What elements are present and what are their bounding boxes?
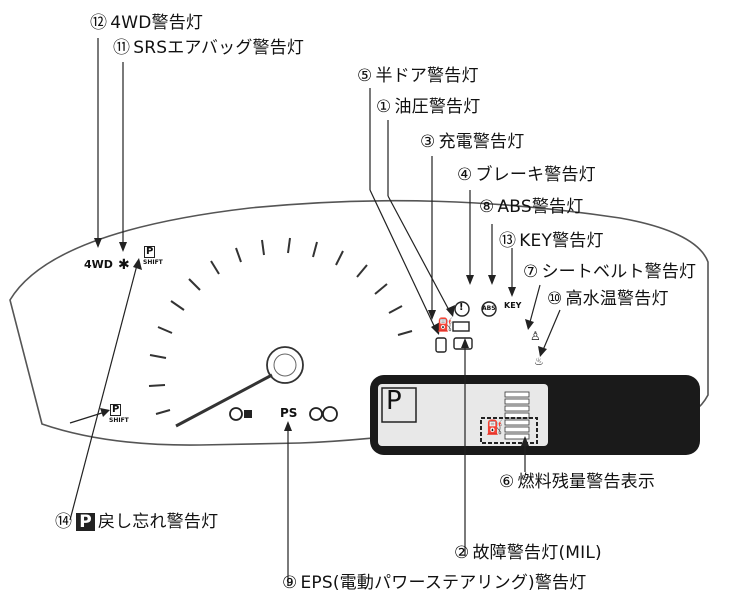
shift-p-lower-icon: P (110, 404, 122, 416)
label-number: ⑫ (90, 13, 108, 33)
label-text: 燃料残量警告表示 (517, 472, 656, 492)
label-number: ② (454, 543, 470, 563)
label-number: ⑨ (282, 573, 298, 593)
fuel-gauge-bars (504, 391, 530, 440)
fuel-warning-box (480, 417, 538, 444)
leader-lines (69, 38, 561, 586)
fourwd-indicator-icon: 4WD (84, 258, 113, 271)
label-number: ⑭ (55, 512, 73, 532)
label-text: EPS(電動パワーステアリング)警告灯 (300, 573, 587, 593)
lcd-p-box (381, 387, 417, 423)
speedometer-ticks (148, 237, 413, 415)
seatbelt-indicator-icon: ♙ (530, 329, 541, 343)
label-number: ⑦ (523, 262, 539, 282)
label-number: ③ (420, 132, 436, 152)
label-text: 戻し忘れ警告灯 (97, 512, 219, 532)
cluster-outline (9, 199, 709, 446)
door-lamp (435, 337, 447, 353)
label-number: ⑥ (499, 472, 515, 492)
brake-warning-icon: ! (459, 302, 464, 313)
fuel-pump-icon: ⛽ (486, 420, 504, 436)
coolant-temp-icon: ♨ (534, 355, 544, 368)
lamp-right-2 (322, 406, 338, 422)
lamp-left-1 (229, 407, 243, 421)
shift-upper-label: SHIFT (143, 259, 163, 266)
label-text: ABS警告灯 (497, 197, 584, 217)
label-number: ⑧ (479, 197, 495, 217)
p-mark-icon: P (76, 513, 95, 531)
lamp-right-1 (309, 407, 323, 421)
label-text: 充電警告灯 (438, 132, 525, 152)
speedometer-hub (266, 346, 304, 384)
battery-lamp (452, 321, 470, 332)
label-text: KEY警告灯 (519, 231, 604, 251)
label-text: シートベルト警告灯 (541, 262, 697, 282)
oil-pressure-icon: ⛽ (437, 318, 454, 333)
label-text: 半ドア警告灯 (375, 66, 479, 86)
ps-indicator-icon: PS (280, 406, 298, 420)
shift-lower-label: SHIFT (109, 417, 129, 424)
lamp-left-2 (244, 410, 252, 418)
label-number: ④ (457, 165, 473, 185)
abs-indicator-icon: ABS (482, 305, 496, 312)
label-number: ⑩ (547, 289, 563, 309)
label-text: ブレーキ警告灯 (475, 165, 596, 185)
engine-lamp (453, 337, 473, 350)
label-number: ⑪ (113, 38, 131, 58)
label-text: 高水温警告灯 (565, 289, 669, 309)
speedometer-needle (175, 373, 273, 428)
label-text: 故障警告灯(MIL) (472, 543, 602, 563)
arrow-heads (94, 238, 547, 446)
shift-p-upper-icon: P (144, 246, 156, 258)
abs-lamp-ring (481, 301, 497, 317)
label-text: 油圧警告灯 (394, 97, 481, 117)
label-number: ⑬ (499, 231, 517, 251)
key-indicator-icon: KEY (504, 301, 522, 310)
label-number: ① (376, 97, 392, 117)
label-number: ⑤ (357, 66, 373, 86)
lcd-gear-p: P (386, 386, 402, 416)
label-text: SRSエアバッグ警告灯 (133, 38, 305, 58)
brake-lamp-ring (454, 301, 470, 317)
label-text: 4WD警告灯 (110, 13, 204, 33)
airbag-indicator-icon: ✱ (118, 257, 130, 273)
